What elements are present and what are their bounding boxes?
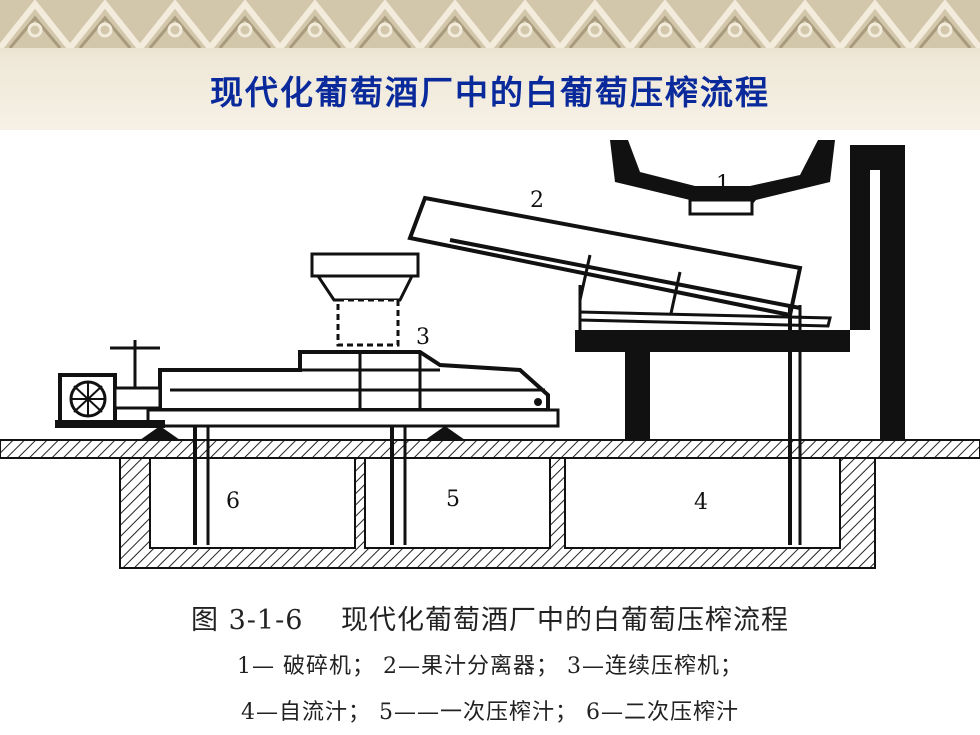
label-2: 2 [530,188,544,213]
label-6: 6 [226,489,240,514]
juice-separator [407,195,832,545]
slide-title: 现代化葡萄酒厂中的白葡萄压榨流程 [210,73,770,112]
figure-caption-title: 图 3-1-6 现代化葡萄酒厂中的白葡萄压榨流程 [191,605,789,636]
label-4: 4 [694,490,708,515]
crusher [610,140,835,216]
figure-legend-line-1: 1— 破碎机； 2—果汁分离器； 3—连续压榨机； [237,654,743,679]
pit-foundations [0,439,980,569]
label-1: 1 [716,172,730,197]
continuous-press [140,252,560,545]
label-5: 5 [446,487,460,512]
label-3: 3 [416,325,430,350]
drive-motor [55,340,165,428]
figure-legend-line-2: 4—自流汁； 5——一次压榨汁； 6—二次压榨汁 [241,700,739,725]
